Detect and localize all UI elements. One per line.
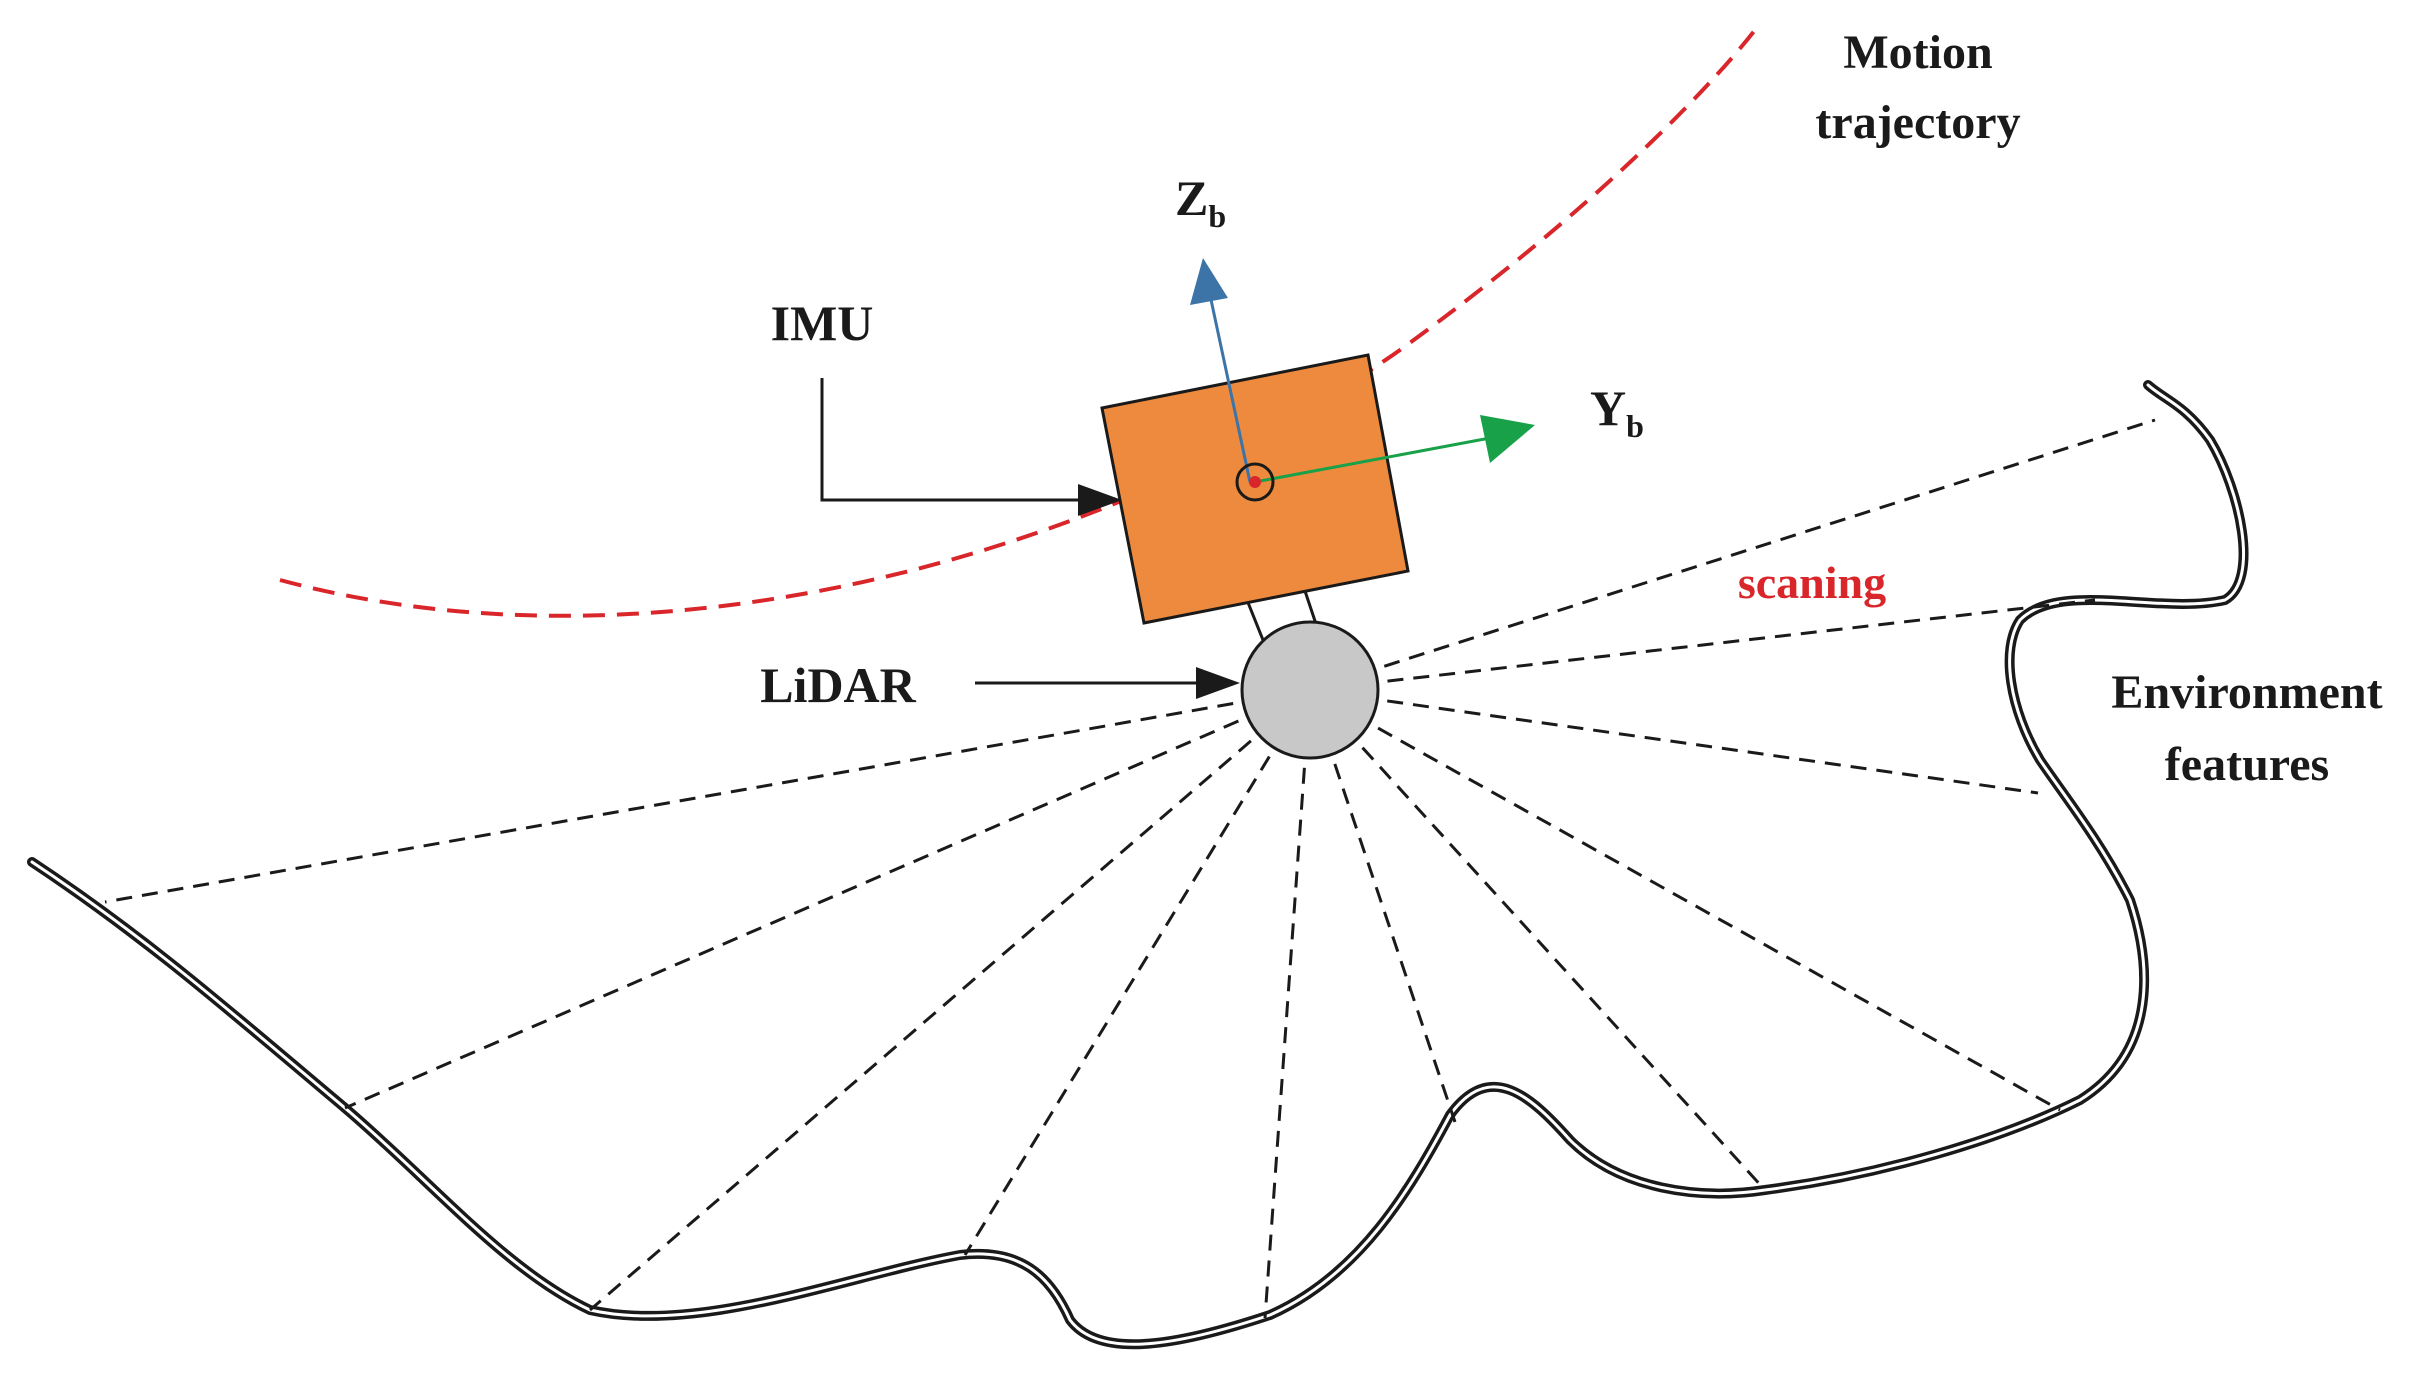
- motion-trajectory-curve: [279, 28, 1757, 618]
- scan-ray: [1309, 688, 2061, 1112]
- imu-box: [1100, 353, 1410, 625]
- scan-ray: [589, 688, 1311, 1312]
- scanning-rays: [104, 418, 2156, 1319]
- z-axis-arrowhead: [1190, 258, 1228, 305]
- features-label: features: [2165, 738, 2329, 791]
- z-axis-label: Zb: [1175, 170, 1226, 234]
- environment-boundary: [27, 380, 2249, 1350]
- lidar-label: LiDAR: [760, 657, 916, 713]
- z-axis-line: [1208, 294, 1252, 483]
- imu-origin-ring: [1235, 462, 1275, 502]
- scan-ray: [1309, 688, 2039, 795]
- y-axis-label: Yb: [1590, 380, 1644, 444]
- imu-pointer: [820, 378, 1122, 516]
- scanning-label: scaning: [1738, 557, 1886, 608]
- scan-ray: [1308, 689, 1457, 1123]
- trajectory-label: trajectory: [1815, 96, 2020, 149]
- scan-ray: [104, 688, 1311, 904]
- y-axis-line: [1254, 436, 1491, 484]
- imu-label: IMU: [771, 295, 874, 351]
- y-axis-arrowhead: [1480, 415, 1535, 463]
- scan-ray: [1309, 598, 2096, 692]
- body-frame-axes: [1190, 258, 1535, 502]
- scan-ray: [1308, 688, 1767, 1192]
- scan-ray: [344, 688, 1311, 1110]
- scan-ray: [1309, 418, 2156, 692]
- environment-label: Environment: [2111, 666, 2382, 719]
- scan-ray: [963, 689, 1312, 1256]
- motion-label: Motion: [1843, 26, 1992, 79]
- imu-origin-dot: [1249, 476, 1261, 488]
- scan-ray: [1263, 689, 1312, 1319]
- lidar-pointer: [975, 667, 1240, 699]
- lidar-sensor: [1240, 620, 1380, 760]
